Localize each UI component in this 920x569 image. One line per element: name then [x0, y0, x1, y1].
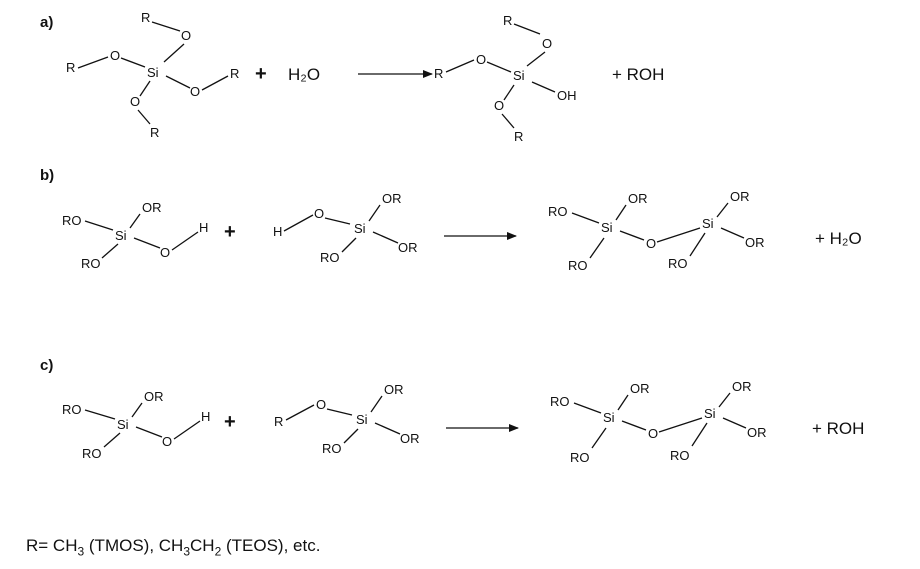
atom-or: OR: [730, 189, 750, 204]
atom-oh: OH: [557, 88, 577, 103]
atom-o: O: [316, 397, 326, 412]
atom-r: R: [274, 414, 283, 429]
atom-o: O: [190, 84, 200, 99]
atom-or: OR: [747, 425, 767, 440]
reactant-c-silanol: RO Si OR RO O H: [62, 389, 210, 461]
footnote-r-eq: R= CH: [26, 536, 78, 555]
panel-c: c) RO Si OR RO O H + R O Si OR OR RO: [40, 357, 864, 465]
atom-ro: RO: [548, 204, 568, 219]
plus-sign: +: [224, 411, 236, 433]
panel-c-label: c): [40, 357, 53, 374]
atom-r: R: [503, 13, 512, 28]
atom-ro: RO: [62, 213, 82, 228]
atom-ro: RO: [670, 448, 690, 463]
footnote-ch: CH: [190, 536, 215, 555]
atom-ro: RO: [570, 450, 590, 465]
byproduct-rooh: + ROH: [612, 65, 664, 84]
reactant-b-silanol-2: H O Si OR OR RO: [273, 191, 418, 265]
atom-ro: RO: [322, 441, 342, 456]
atom-ro: RO: [81, 256, 101, 271]
atom-or: OR: [384, 382, 404, 397]
atom-o: O: [476, 52, 486, 67]
reactant-b-silanol: RO Si OR RO O H: [62, 200, 208, 271]
atom-si: Si: [356, 412, 368, 427]
footnote-sub: 3: [183, 544, 191, 559]
atom-r: R: [434, 66, 443, 81]
atom-or: OR: [144, 389, 164, 404]
reactant-c-silane: R O Si OR OR RO: [274, 382, 420, 456]
byproduct-water: + H₂O: [815, 229, 862, 248]
atom-ro: RO: [668, 256, 688, 271]
atom-or: OR: [745, 235, 765, 250]
atom-or: OR: [382, 191, 402, 206]
atom-ro: RO: [568, 258, 588, 273]
panel-b: b) RO Si OR RO O H + H O Si OR OR RO: [40, 167, 862, 273]
atom-o: O: [162, 434, 172, 449]
atom-o: O: [648, 426, 658, 441]
atom-o: O: [181, 28, 191, 43]
atom-r: R: [150, 125, 159, 140]
atom-or: OR: [142, 200, 162, 215]
product-b-siloxane: RO Si OR RO O Si OR OR RO: [548, 189, 765, 273]
atom-ro: RO: [62, 402, 82, 417]
footnote-r-definition: R= CH3 (TMOS), CH3CH2 (TEOS), etc.: [26, 536, 320, 558]
plus-sign: +: [224, 221, 236, 243]
atom-r: R: [230, 66, 239, 81]
atom-h: H: [199, 220, 208, 235]
atom-h: H: [201, 409, 210, 424]
atom-o: O: [160, 245, 170, 260]
footnote-sub: 2: [214, 544, 222, 559]
atom-h: H: [273, 224, 282, 239]
byproduct-rooh: + ROH: [812, 419, 864, 438]
atom-si: Si: [601, 220, 613, 235]
plus-sign: +: [255, 63, 267, 85]
footnote-teos: (TEOS), etc.: [221, 536, 321, 555]
product-a-silanol: R O R O Si OH O R: [434, 13, 577, 144]
atom-si: Si: [603, 410, 615, 425]
atom-or: OR: [732, 379, 752, 394]
atom-o: O: [542, 36, 552, 51]
atom-r: R: [141, 10, 150, 25]
atom-or: OR: [630, 381, 650, 396]
panel-a-label: a): [40, 14, 53, 31]
atom-r: R: [66, 60, 75, 75]
atom-or: OR: [400, 431, 420, 446]
atom-r: R: [514, 129, 523, 144]
atom-si: Si: [354, 221, 366, 236]
atom-ro: RO: [550, 394, 570, 409]
panel-b-label: b): [40, 167, 54, 184]
reactant-a-silane: R O R O Si O R O R: [66, 10, 239, 140]
atom-si: Si: [704, 406, 716, 421]
atom-ro: RO: [82, 446, 102, 461]
water: H₂O: [288, 65, 320, 84]
footnote-tmos: (TMOS), CH: [84, 536, 184, 555]
atom-or: OR: [628, 191, 648, 206]
footnote-sub: 3: [77, 544, 85, 559]
atom-or: OR: [398, 240, 418, 255]
atom-si: Si: [115, 228, 127, 243]
atom-o: O: [646, 236, 656, 251]
atom-si: Si: [147, 65, 159, 80]
panel-a: a) R O R O Si O R O R + H₂O R: [40, 10, 664, 144]
atom-si: Si: [702, 216, 714, 231]
atom-o: O: [314, 206, 324, 221]
atom-o: O: [110, 48, 120, 63]
atom-o: O: [130, 94, 140, 109]
atom-o: O: [494, 98, 504, 113]
atom-si: Si: [513, 68, 525, 83]
product-c-siloxane: RO Si OR RO O Si OR OR RO: [550, 379, 767, 465]
atom-si: Si: [117, 417, 129, 432]
atom-ro: RO: [320, 250, 340, 265]
